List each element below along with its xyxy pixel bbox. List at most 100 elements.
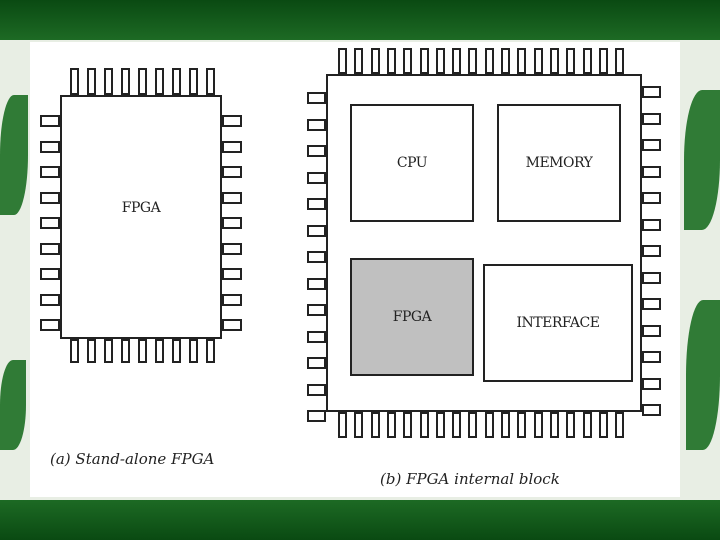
chip-pin-left (307, 277, 326, 290)
chip-pin-bottom (566, 412, 576, 438)
chip-pin-right (642, 218, 661, 231)
chip-pin-left (307, 145, 326, 157)
chip-pin-top (615, 48, 625, 74)
fpga-block: FPGA (350, 258, 474, 376)
chip-pin-left (40, 319, 60, 331)
chip-pin-top (435, 48, 445, 74)
chip-pin-left (307, 198, 326, 210)
chip-pin-top (206, 68, 215, 95)
chip-pin-bottom (354, 412, 364, 438)
chip-pin-bottom (206, 339, 215, 363)
chip-pin-left (307, 251, 326, 263)
chip-pin-top (403, 48, 413, 74)
chip-pin-left (40, 191, 60, 204)
chip-pin-top (419, 48, 429, 74)
top-green-bar (0, 0, 720, 40)
chip-pin-left (40, 115, 60, 127)
chip-pin-bottom (435, 412, 445, 438)
chip-pin-bottom (468, 412, 478, 438)
chip-pin-left (307, 92, 326, 104)
chip-pin-top (338, 48, 347, 74)
caption-b: (b) FPGA internal block (380, 470, 560, 488)
chip-pin-left (40, 217, 60, 229)
chip-pin-bottom (452, 412, 462, 438)
chip-pin-right (642, 112, 661, 125)
chip-pin-top (582, 48, 592, 74)
chip-pin-right (222, 242, 242, 255)
chip-pin-left (307, 410, 326, 422)
memory-block: MEMORY (497, 104, 621, 222)
chip-pin-top (189, 68, 198, 95)
chip-pin-right (642, 324, 661, 337)
chip-pin-top (468, 48, 478, 74)
chip-pin-top (70, 68, 79, 95)
chip-pin-top (370, 48, 380, 74)
chip-pin-bottom (87, 339, 96, 363)
chip-pin-bottom (582, 412, 592, 438)
chip-pin-top (104, 68, 113, 95)
interface-block: INTERFACE (483, 264, 633, 382)
chip-pin-right (222, 268, 242, 280)
leaf-decoration-left (0, 95, 28, 215)
chip-pin-left (307, 224, 326, 237)
chip-pin-bottom (484, 412, 494, 438)
chip-pin-right (642, 271, 661, 284)
chip-pin-right (222, 217, 242, 229)
chip-pin-bottom (549, 412, 559, 438)
chip-pin-bottom (370, 412, 380, 438)
chip-pin-bottom (403, 412, 413, 438)
chip-pin-right (222, 319, 242, 331)
chip-pin-left (307, 383, 326, 396)
chip-pin-bottom (386, 412, 396, 438)
chip-pin-top (386, 48, 396, 74)
chip-pin-left (307, 357, 326, 369)
bottom-green-bar (0, 500, 720, 540)
chip-pin-right (222, 140, 242, 153)
chip-pin-left (307, 304, 326, 316)
chip-pin-right (642, 298, 661, 310)
chip-pin-left (40, 166, 60, 178)
chip-pin-bottom (138, 339, 147, 363)
fpga-chip (60, 95, 222, 339)
chip-pin-bottom (104, 339, 113, 363)
chip-pin-left (40, 242, 60, 255)
chip-pin-right (222, 293, 242, 306)
chip-pin-right (222, 191, 242, 204)
chip-pin-bottom (172, 339, 181, 363)
cpu-block: CPU (350, 104, 474, 222)
chip-pin-right (642, 165, 661, 178)
chip-pin-bottom (189, 339, 198, 363)
chip-pin-top (549, 48, 559, 74)
chip-pin-top (598, 48, 608, 74)
chip-pin-bottom (70, 339, 79, 363)
chip-pin-right (642, 245, 661, 257)
chip-pin-top (517, 48, 527, 74)
chip-pin-top (138, 68, 147, 95)
diagram-panel: FPGA (a) Stand-alone FPGA CPU MEMORY FPG… (30, 42, 680, 497)
chip-pin-top (121, 68, 130, 95)
chip-pin-top (501, 48, 510, 74)
chip-pin-left (40, 140, 60, 153)
chip-pin-top (452, 48, 462, 74)
chip-pin-right (642, 404, 661, 416)
chip-pin-top (155, 68, 164, 95)
leaf-decoration-right-lower (686, 300, 720, 450)
chip-pin-top (172, 68, 181, 95)
chip-pin-right (222, 115, 242, 127)
caption-a: (a) Stand-alone FPGA (50, 450, 215, 468)
chip-pin-top (484, 48, 494, 74)
chip-pin-left (40, 268, 60, 280)
chip-pin-right (642, 192, 661, 204)
chip-pin-right (642, 86, 661, 98)
chip-pin-top (354, 48, 364, 74)
leaf-decoration-right (684, 90, 720, 230)
chip-pin-left (307, 330, 326, 343)
chip-pin-bottom (501, 412, 510, 438)
chip-pin-left (307, 118, 326, 131)
chip-pin-bottom (121, 339, 130, 363)
chip-pin-bottom (155, 339, 164, 363)
chip-pin-bottom (533, 412, 543, 438)
chip-pin-bottom (517, 412, 527, 438)
chip-pin-top (566, 48, 576, 74)
chip-pin-top (87, 68, 96, 95)
